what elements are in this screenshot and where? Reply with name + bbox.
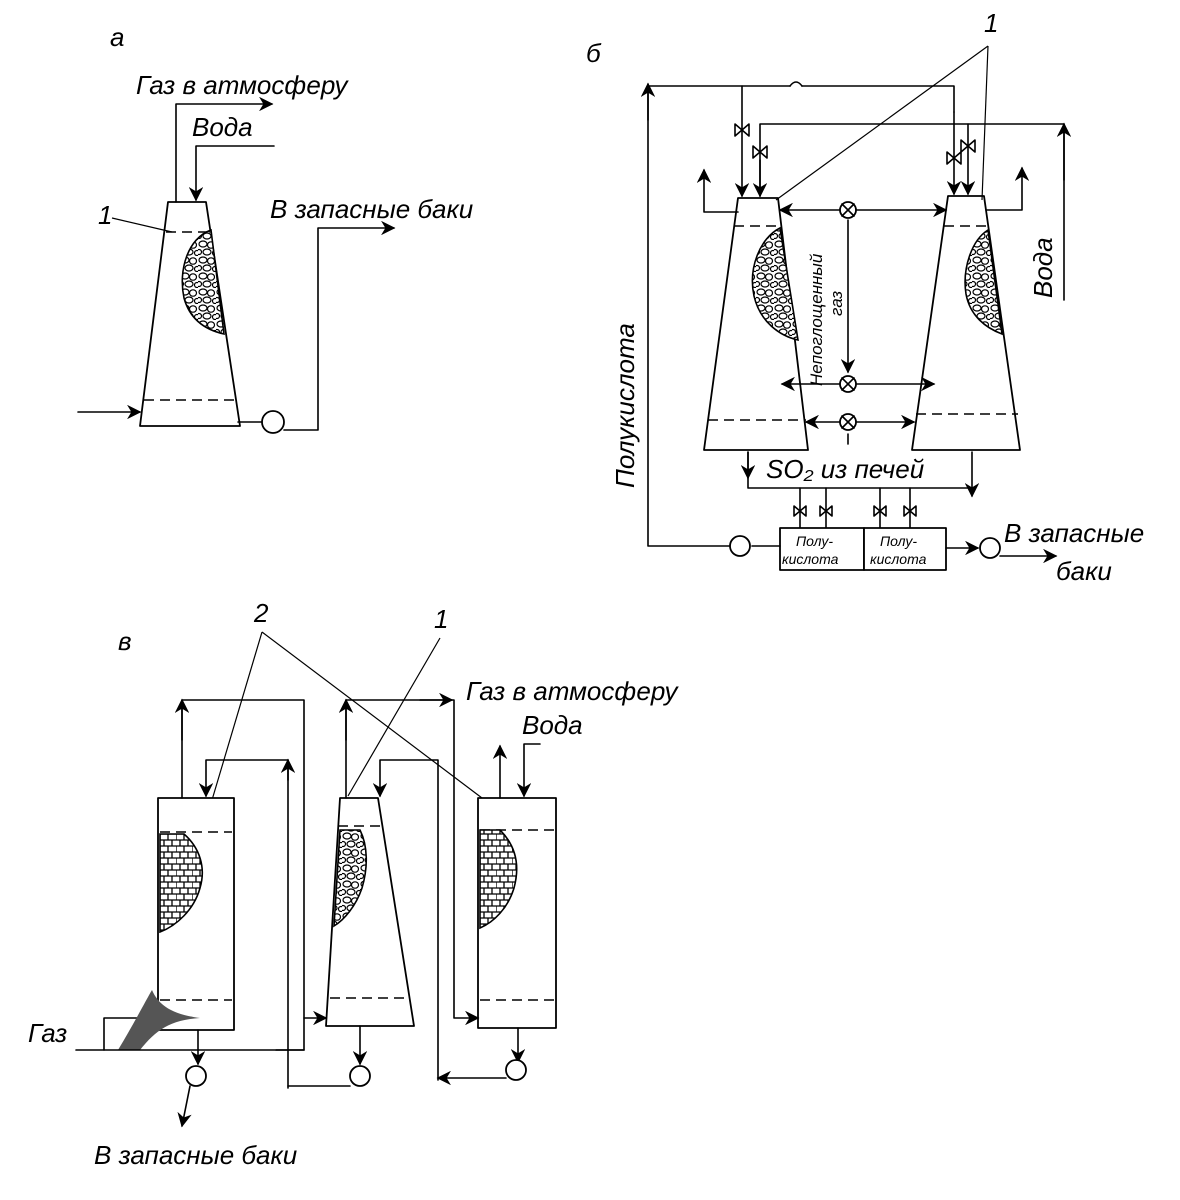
panel-c-gas-out-label: Газ в атмосферу <box>466 676 679 706</box>
panel-b-control-valve-icon <box>839 201 857 431</box>
panel-a-pump-icon <box>261 410 285 434</box>
panel-b-tank-left-label-1: Полу- <box>796 533 833 549</box>
panel-a-water-label: Вода <box>192 112 253 142</box>
panel-b-half-acid-return <box>647 85 791 547</box>
panel-c-ref-1: 1 <box>434 604 448 634</box>
panel-b-letter: б <box>586 38 602 68</box>
panel-b-left-vent <box>696 168 739 213</box>
panel-b-valve-icon <box>734 123 976 165</box>
panel-c-to-tanks-label: В запасные баки <box>94 1140 297 1170</box>
panel-c-pump-1-icon <box>185 1065 207 1087</box>
panel-b-crossover <box>789 81 803 87</box>
panel-b-tank-right-label-2: кислота <box>870 551 927 567</box>
panel-b-tank-left <box>779 527 865 571</box>
panel-c-smoke-mark <box>118 990 200 1050</box>
panel-a-to-tanks-label: В запасные баки <box>270 194 473 224</box>
panel-c-gas-in-label: Газ <box>28 1018 67 1048</box>
panel-c-water-in-arrow <box>516 743 541 798</box>
panel-b-to-tanks-label-1: В запасные <box>1004 518 1144 548</box>
panel-a-leader-1 <box>111 217 173 233</box>
panel-a-water-pipe <box>188 145 275 202</box>
panel-b-left-pump-icon <box>729 535 751 557</box>
panel-b: б 1 <box>586 8 1144 586</box>
panel-b-tower-right <box>911 195 1021 451</box>
panel-c-right-packing <box>479 829 518 930</box>
panel-b-tank-right-label-1: Полу- <box>880 533 917 549</box>
panel-a-absorption-tower <box>139 201 241 427</box>
panel-a-gas-out-label: Газ в атмосферу <box>136 70 349 100</box>
panel-b-half-acid-top <box>801 85 955 113</box>
panel-b-leader-1b <box>981 45 989 201</box>
panel-b-so2-label: SO₂ из печей <box>766 454 924 484</box>
panel-b-leader-1a <box>775 45 989 201</box>
panel-b-tank-feeds <box>793 487 917 529</box>
panel-c-ref-2: 2 <box>253 598 269 628</box>
panel-c: в 2 1 Газ в атмосферу Вода Газ В запасны… <box>28 598 679 1170</box>
panel-c-pump-3-icon <box>505 1059 527 1081</box>
panel-c-water-label: Вода <box>522 710 583 740</box>
panel-b-half-acid-loop-label: Полукислота <box>610 323 640 488</box>
panel-a: а Газ в атмосферу Вода В запасные баки 1 <box>77 22 473 434</box>
panel-b-to-tanks-label-2: баки <box>1056 556 1112 586</box>
panel-b-ref-1: 1 <box>984 8 998 38</box>
panel-c-leader-1 <box>347 637 441 797</box>
panel-b-tank-right <box>863 527 947 571</box>
panel-c-pump-2-icon <box>349 1065 371 1087</box>
panel-b-tank-left-label-2: кислота <box>782 551 839 567</box>
panel-a-gas-out-pipe <box>175 96 274 203</box>
panel-c-leader-2a <box>211 631 263 801</box>
panel-a-letter: а <box>110 22 124 52</box>
panel-b-right-pump-icon <box>979 537 1001 559</box>
panel-b-left-packing <box>751 226 799 342</box>
panel-c-letter: в <box>118 626 132 656</box>
panel-c-gas-inlet <box>75 1010 160 1051</box>
panel-c-leader-2b <box>261 631 483 799</box>
panel-a-to-tanks-pipe <box>283 220 396 431</box>
panel-b-unabsorbed-label-1: Непоглощенный <box>807 253 826 386</box>
panel-c-left-packing <box>159 833 204 934</box>
panel-a-packing <box>181 228 225 336</box>
panel-c-liquid-into-1 <box>198 759 289 798</box>
panel-c-liquid-into-2 <box>372 759 439 1081</box>
panel-b-right-packing <box>964 228 1003 336</box>
panel-c-mid-packing <box>333 829 368 928</box>
panel-b-water-label: Вода <box>1028 237 1058 298</box>
panel-a-ref-1: 1 <box>98 200 112 230</box>
panel-b-unabsorbed-label-2: газ <box>827 291 846 316</box>
panel-b-right-vent <box>985 166 1030 211</box>
panel-c-to-tanks-arrow <box>177 1085 192 1128</box>
panel-b-water-line <box>759 123 1065 301</box>
